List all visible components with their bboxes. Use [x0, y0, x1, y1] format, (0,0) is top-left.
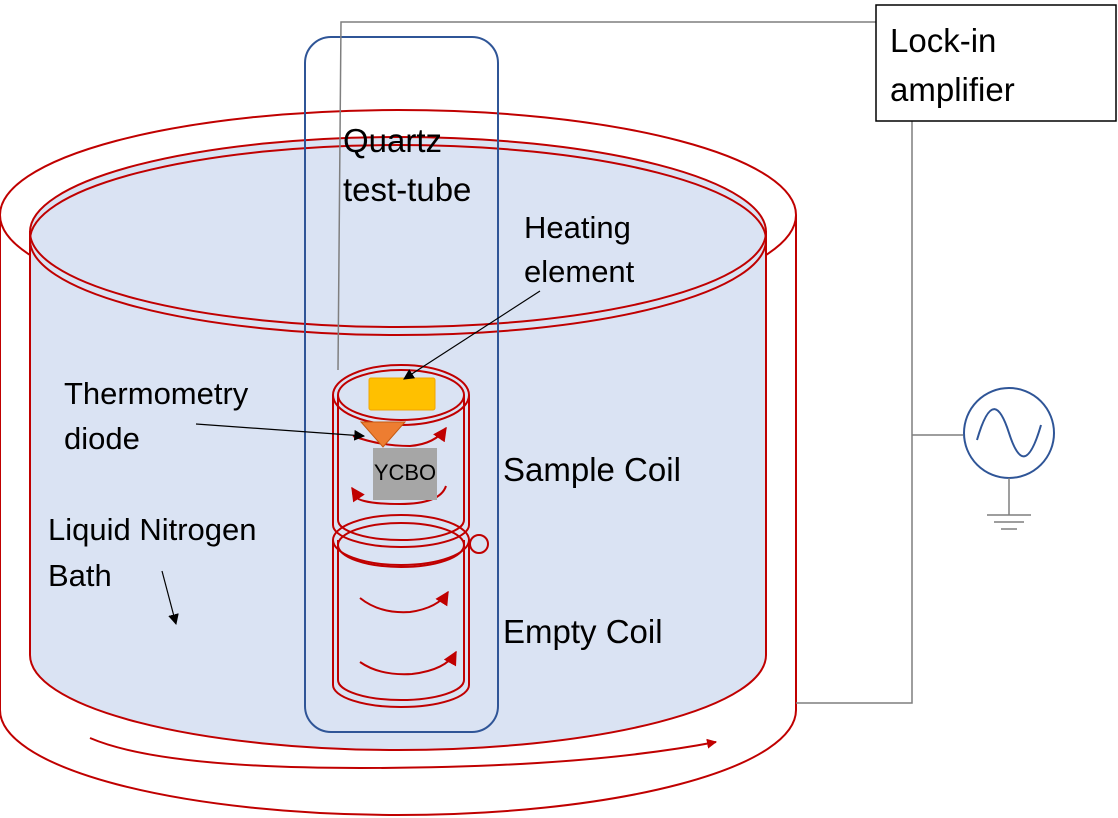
quartz-test-tube	[304, 36, 499, 733]
empty-coil-label: Empty Coil	[503, 613, 663, 650]
lock-in-amplifier-box	[875, 4, 1117, 122]
ac-source-icon	[963, 387, 1055, 479]
diode-label-line1: Thermometry	[64, 376, 249, 411]
sample-coil-label: Sample Coil	[503, 451, 681, 488]
ycbo-sample	[373, 448, 437, 500]
lock-in-label-line2: amplifier	[890, 71, 1015, 108]
heater-label-line1: Heating	[524, 210, 631, 245]
heater-label-line2: element	[524, 254, 635, 289]
lock-in-label-line1: Lock-in	[890, 22, 996, 59]
heater-pointer	[403, 290, 541, 380]
bath-pointer	[161, 570, 179, 626]
ground-icon	[987, 478, 1031, 530]
heating-element	[368, 377, 436, 411]
tube-label-line1: Quartz	[343, 122, 442, 159]
thermometry-diode	[359, 421, 407, 448]
wiring	[337, 21, 963, 704]
liquid-nitrogen-bath	[29, 136, 767, 751]
coil-current-arrows	[351, 426, 457, 676]
tube-label-line2: test-tube	[343, 171, 471, 208]
outer-coil-current-arrow	[89, 737, 717, 770]
ycbo-label: YCBO	[374, 460, 436, 485]
empty-coil	[332, 514, 489, 708]
bath-label-line1: Liquid Nitrogen	[48, 512, 257, 547]
diode-label-line2: diode	[64, 421, 140, 456]
diode-pointer	[195, 423, 366, 441]
bath-label-line2: Bath	[48, 558, 112, 593]
